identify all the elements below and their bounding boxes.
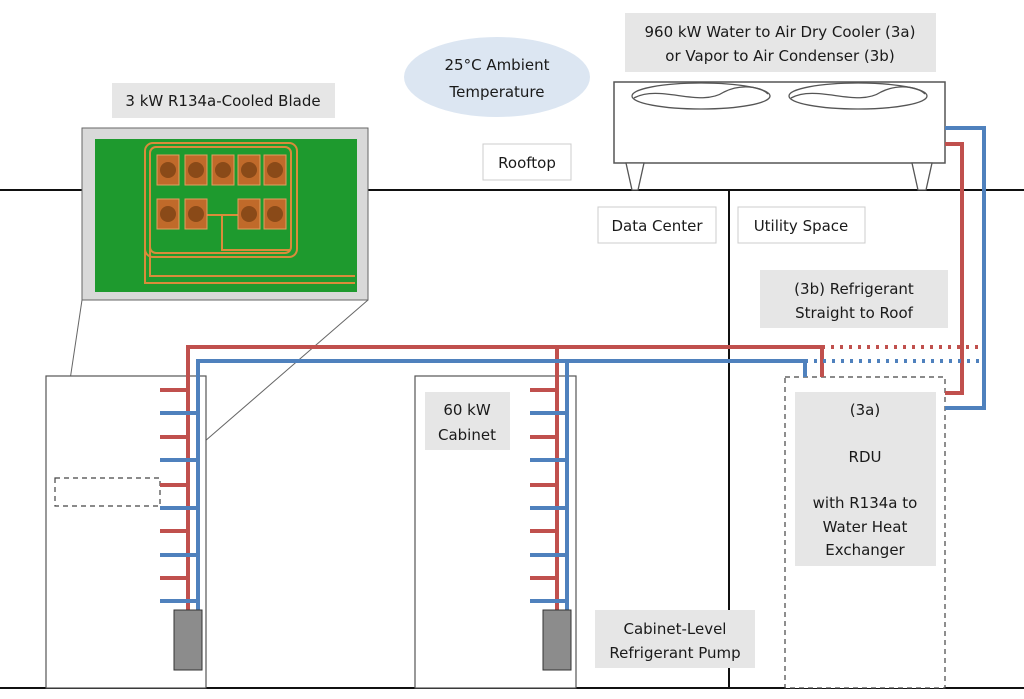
blade-label-text: 3 kW R134a-Cooled Blade: [125, 92, 320, 110]
rooftop-label: Rooftop: [482, 143, 572, 181]
dry-cooler-unit: [613, 81, 946, 191]
pump-label-line2: Refrigerant Pump: [609, 644, 740, 662]
dry-cooler-label-line2: or Vapor to Air Condenser (3b): [665, 47, 894, 65]
left-cabinet-return-branches: [160, 411, 198, 603]
chip-array: [156, 154, 287, 230]
return-main-line: [196, 359, 807, 612]
utility-space-label: Utility Space: [737, 206, 866, 244]
pump-middle: [542, 609, 572, 671]
dry-cooler-label: 960 kW Water to Air Dry Cooler (3a) or V…: [625, 13, 936, 72]
pump-left: [173, 609, 203, 671]
left-cabinet-supply-branches: [160, 388, 188, 580]
middle-cabinet-return-branches: [530, 411, 567, 603]
middle-cabinet-supply-branches: [530, 388, 557, 580]
ambient-label-line2: Temperature: [448, 83, 544, 101]
dry-cooler-label-line1: 960 kW Water to Air Dry Cooler (3a): [645, 23, 916, 41]
blade-location-marker: [54, 477, 161, 507]
cabinet-label-line1: 60 kW: [443, 401, 491, 419]
ambient-temperature-bubble: 25°C Ambient Temperature: [404, 37, 590, 117]
rdu-label-line3: with R134a to: [813, 494, 918, 512]
rdu-label: (3a) RDU with R134a to Water Heat Exchan…: [795, 392, 936, 566]
cooler-leg-left: [625, 162, 645, 191]
rdu-label-line5: Exchanger: [825, 541, 905, 559]
fan-left-icon: [631, 82, 771, 110]
supply-main-line: [186, 345, 824, 612]
ambient-label-line1: 25°C Ambient: [444, 56, 549, 74]
cabinet-label: 60 kW Cabinet: [425, 392, 510, 450]
blade-label: 3 kW R134a-Cooled Blade: [112, 83, 335, 118]
refrigerant-label-line2: Straight to Roof: [795, 304, 914, 322]
data-center-label: Data Center: [597, 206, 717, 244]
cabinet-label-line2: Cabinet: [438, 426, 496, 444]
utility-space-label-text: Utility Space: [754, 217, 849, 235]
rdu-label-line4: Water Heat: [823, 518, 908, 536]
fan-right-icon: [788, 82, 928, 110]
rdu-label-line1: (3a): [850, 401, 880, 419]
blade-board-image: [81, 127, 369, 301]
rooftop-label-text: Rooftop: [498, 154, 556, 172]
data-center-label-text: Data Center: [611, 217, 703, 235]
pump-label: Cabinet-Level Refrigerant Pump: [595, 610, 755, 668]
return-piping: [160, 126, 986, 612]
pump-label-line1: Cabinet-Level: [624, 620, 727, 638]
refrigerant-to-roof-label: (3b) Refrigerant Straight to Roof: [760, 270, 948, 328]
refrigerant-label-line1: (3b) Refrigerant: [794, 280, 914, 298]
cooler-leg-right: [911, 162, 933, 191]
return-riser-roof: [945, 126, 986, 410]
rdu-label-line2: RDU: [849, 448, 882, 466]
supply-piping: [160, 142, 964, 612]
supply-riser-roof: [945, 142, 964, 395]
